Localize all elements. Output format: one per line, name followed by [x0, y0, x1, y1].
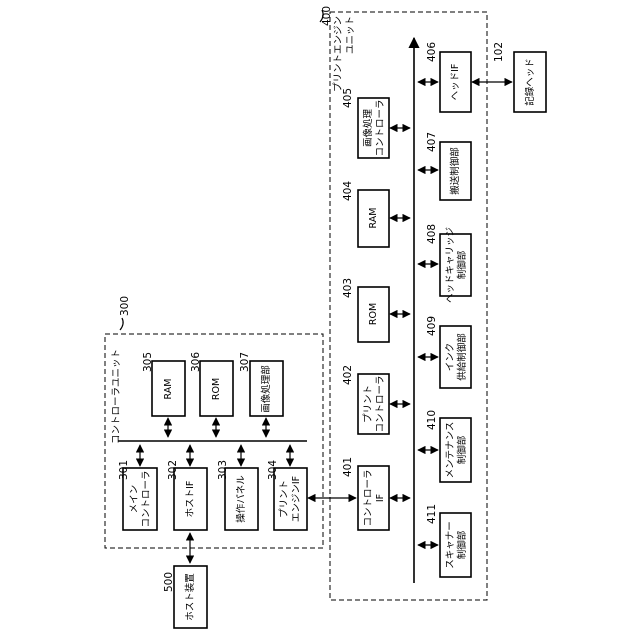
block-407: 搬送制御部: [440, 142, 471, 200]
ref-401: 401: [342, 457, 354, 477]
block-303: 操作パネル: [225, 468, 258, 530]
block-411: スキャナー 制御部: [440, 513, 471, 577]
label-304-line1: プリント: [279, 480, 290, 518]
label-307: 画像処理部: [260, 365, 272, 413]
block-401: コントローラ IF: [358, 466, 389, 530]
label-404: RAM: [368, 208, 379, 229]
recording-head-block: 記録ヘッド: [514, 52, 546, 112]
label-301-line1: メイン: [129, 485, 140, 514]
ref-407: 407: [426, 132, 438, 152]
ref-402: 402: [342, 365, 354, 385]
block-404: RAM: [358, 190, 389, 247]
ref-411: 411: [426, 504, 438, 524]
print-engine-unit-title: プリントエンジン ユニット: [333, 16, 356, 92]
ref-404: 404: [342, 181, 354, 201]
label-102: 記録ヘッド: [524, 58, 536, 106]
leader-300: [120, 318, 123, 330]
block-402: プリント コントローラ: [358, 374, 389, 434]
label-410-line2: 制御部: [456, 436, 468, 465]
block-305: RAM: [152, 361, 185, 416]
ref-307: 307: [239, 352, 251, 372]
ref-302: 302: [167, 460, 179, 480]
label-411-line1: スキャナー: [445, 521, 456, 569]
label-500: ホスト装置: [184, 573, 196, 621]
label-401-line1: コントローラ: [363, 469, 374, 526]
block-307: 画像処理部: [250, 361, 283, 416]
ref-305: 305: [142, 352, 154, 372]
ref-410: 410: [426, 410, 438, 430]
label-407: 搬送制御部: [449, 147, 461, 195]
ref-406: 406: [426, 42, 438, 62]
label-402-line1: プリント: [363, 385, 374, 423]
label-406: ヘッドIF: [450, 64, 461, 101]
print-engine-title-line2: ユニット: [345, 16, 356, 54]
block-405: 画像処理 コントローラ: [358, 98, 389, 158]
control-unit-title: コントローラユニット: [111, 349, 122, 444]
ref-405: 405: [342, 88, 354, 108]
label-411-line2: 制御部: [456, 531, 468, 560]
label-409-line2: 供給制御部: [456, 333, 468, 381]
block-406: ヘッドIF: [440, 52, 471, 112]
label-410-line1: メンテナンス: [445, 422, 456, 479]
label-405-line2: コントローラ: [375, 99, 386, 156]
label-303: 操作パネル: [235, 475, 247, 523]
block-403: ROM: [358, 287, 389, 342]
label-408-line2: 制御部: [456, 251, 468, 280]
ref-306: 306: [190, 352, 202, 372]
label-409-line1: インク: [445, 343, 456, 372]
label-301-line2: コントローラ: [141, 470, 152, 527]
ref-500: 500: [163, 572, 175, 592]
block-306: ROM: [200, 361, 233, 416]
label-304-line2: エンジンIF: [291, 476, 302, 522]
ref-409: 409: [426, 316, 438, 336]
ref-102: 102: [493, 42, 505, 62]
label-403: ROM: [368, 303, 379, 325]
label-305: RAM: [163, 379, 174, 400]
ref-303: 303: [217, 460, 229, 480]
block-410: メンテナンス 制御部: [440, 418, 471, 482]
ref-304: 304: [267, 460, 279, 480]
ref-301: 301: [118, 460, 130, 480]
block-409: インク 供給制御部: [440, 326, 471, 388]
label-306: ROM: [211, 378, 222, 400]
ref-300: 300: [119, 296, 131, 316]
host-device-block: ホスト装置: [174, 566, 207, 628]
print-engine-title-line1: プリントエンジン: [333, 16, 344, 92]
ref-403: 403: [342, 278, 354, 298]
label-405-line1: 画像処理: [362, 109, 374, 148]
block-408: ヘッドキャリッジ 制御部: [440, 227, 471, 303]
label-402-line2: コントローラ: [375, 375, 386, 432]
label-408-line1: ヘッドキャリッジ: [445, 227, 456, 303]
label-401-line2: IF: [375, 494, 386, 502]
label-302: ホストIF: [185, 481, 196, 518]
ref-408: 408: [426, 224, 438, 244]
